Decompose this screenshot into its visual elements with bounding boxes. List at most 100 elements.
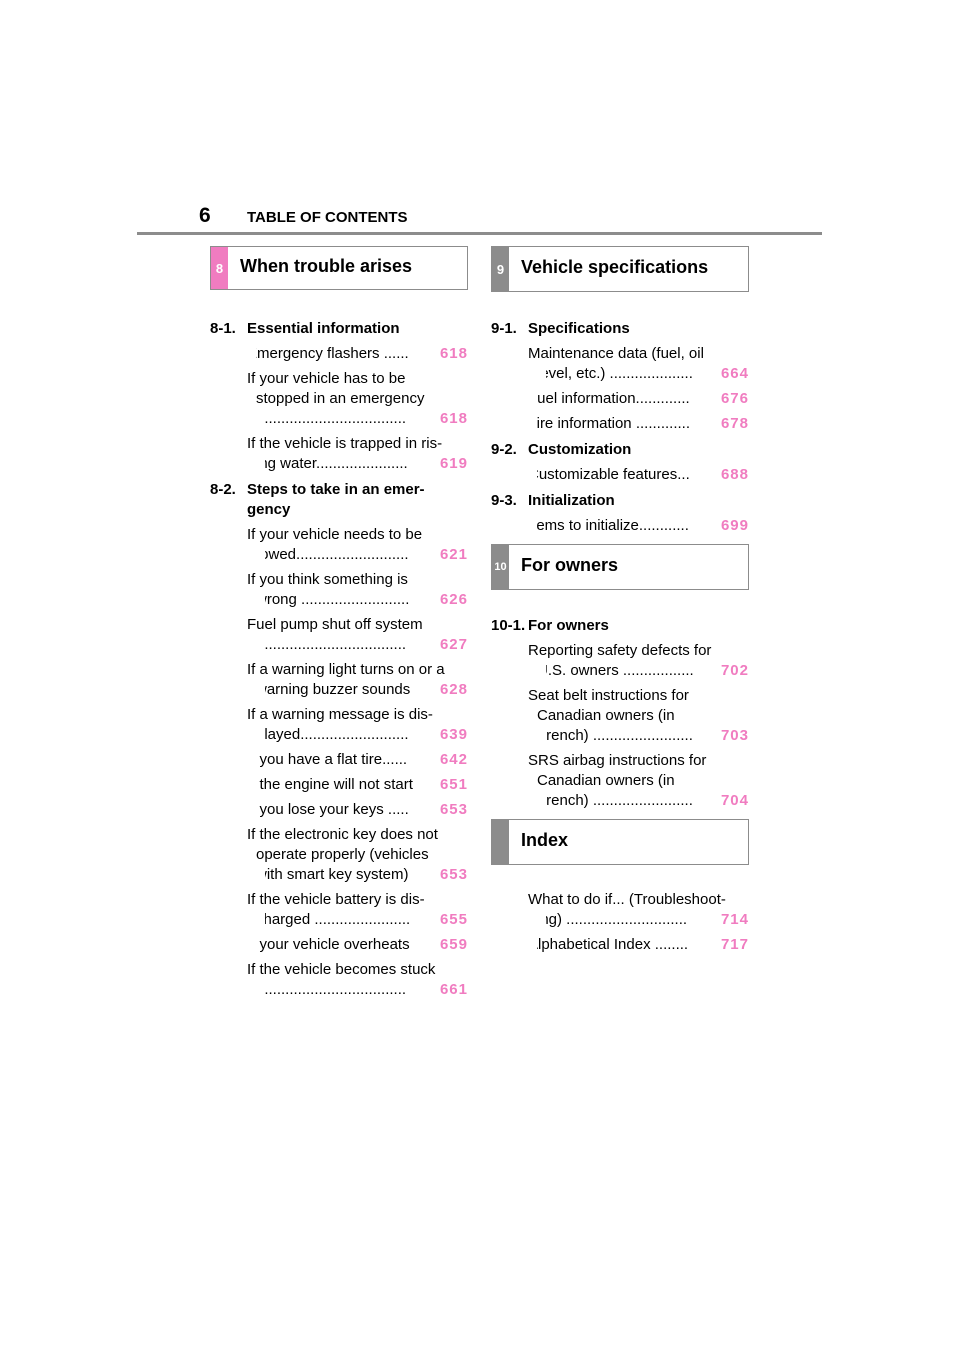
toc-entry-line: If a warning light turns on or a (247, 661, 445, 678)
toc-subsection-heading: 9-3.Initialization (491, 491, 749, 511)
toc-entry-line: Reporting safety defects for (528, 642, 712, 659)
toc-page-number: 699 (720, 517, 749, 534)
toc-entry-lastline: ing) ............................. 714 (537, 910, 749, 930)
toc-entry[interactable]: Tire information .............678 (528, 414, 749, 434)
toc-entry-line: Maintenance data (fuel, oil (528, 345, 704, 362)
toc-entry-lastline: Customizable features... 688 (537, 465, 749, 485)
toc-entry[interactable]: Fuel information.............676 (528, 389, 749, 409)
toc-entry-text: ing water...................... (265, 455, 408, 472)
toc-entry-lastline: ing water...................... 619 (256, 454, 468, 474)
toc-entry[interactable]: If your vehicle has to be stopped in an e… (247, 369, 468, 429)
toc-page-number: 639 (439, 726, 468, 743)
toc-entry-line: If the electronic key does not (247, 826, 438, 843)
toc-subsection-title: Initialization (528, 492, 615, 509)
toc-page-number: 628 (439, 681, 468, 698)
toc-subsection-number: 8-1. (210, 320, 236, 337)
toc-page-number: 621 (439, 546, 468, 563)
toc-entry-lastline: If you lose your keys .....653 (256, 800, 468, 820)
toc-page-number: 626 (439, 591, 468, 608)
toc-entry-text: .................................... (265, 410, 407, 427)
toc-subsection-number: 9-2. (491, 441, 517, 458)
toc-entry[interactable]: If you have a flat tire......642 (247, 750, 468, 770)
toc-entry[interactable]: What to do if... (Troubleshoot-ing) ....… (528, 890, 749, 930)
toc-subsection-title: Customization (528, 441, 632, 458)
toc-entry-text: towed........................... (265, 546, 409, 563)
toc-entry-line: Canadian owners (in (537, 707, 675, 724)
toc-subsection-heading: 10-1.For owners (491, 616, 749, 636)
toc-entry[interactable]: If a warning message is dis-played......… (247, 705, 468, 745)
toc-page-number: 688 (720, 466, 749, 483)
toc-entries: Items to initialize............699 (491, 516, 749, 536)
toc-entry[interactable]: If a warning light turns on or a warning … (247, 660, 468, 700)
toc-page-number: 618 (439, 410, 468, 427)
toc-entry-lastline: If you have a flat tire......642 (256, 750, 468, 770)
toc-entry-text: French) ........................ (546, 792, 693, 809)
toc-entry[interactable]: If the vehicle battery is dis-charged ..… (247, 890, 468, 930)
toc-entry-lastline: U.S. owners .................702 (537, 661, 749, 681)
toc-entry[interactable]: Items to initialize............699 (528, 516, 749, 536)
toc-subsection-heading: 9-1.Specifications (491, 319, 749, 339)
toc-entry-line: stopped in an emergency (256, 390, 425, 407)
toc-entry-line: Canadian owners (in (537, 772, 675, 789)
section-10-title: For owners (521, 554, 619, 575)
toc-entry-text: ing) ............................. (546, 911, 688, 928)
toc-entry[interactable]: Customizable features... 688 (528, 465, 749, 485)
toc-entry-line: If the vehicle becomes stuck (247, 961, 436, 978)
toc-page-number: 653 (439, 801, 468, 818)
toc-entry-line: If the vehicle battery is dis- (247, 891, 425, 908)
toc-entry[interactable]: If you lose your keys .....653 (247, 800, 468, 820)
toc-entry-text: warning buzzer sounds (265, 681, 411, 698)
toc-page-number: 655 (439, 911, 468, 928)
toc-entries: Emergency flashers ......618 If your vehi… (210, 344, 468, 474)
toc-page-number: 703 (720, 727, 749, 744)
index-tab (492, 820, 509, 864)
toc-entry-lastline: Items to initialize............699 (537, 516, 749, 536)
toc-entry-lastline: wrong .......................... 626 (256, 590, 468, 610)
toc-subsection-number: 8-2. (210, 481, 236, 498)
toc-entry-lastline: ....................................627 (256, 635, 468, 655)
toc-entry-line: SRS airbag instructions for (528, 752, 707, 769)
toc-subsection-title: Specifications (528, 320, 630, 337)
toc-entry-text: Customizable features... (537, 466, 690, 483)
toc-entry[interactable]: If the vehicle becomes stuck............… (247, 960, 468, 1000)
toc-page-number: 702 (720, 662, 749, 679)
toc-entry-lastline: .................................... 618 (256, 409, 468, 429)
toc-entry-line: Fuel pump shut off system (247, 616, 423, 633)
toc-entry-text: played.......................... (265, 726, 409, 743)
toc-entry-lastline: towed........................... 621 (256, 545, 468, 565)
toc-entry-text: Alphabetical Index ........ (537, 936, 689, 953)
toc-page-number: 678 (720, 415, 749, 432)
toc-page-number: 714 (720, 911, 749, 928)
toc-entry-lastline: warning buzzer sounds 628 (256, 680, 468, 700)
section-9-box: 9 Vehicle specifications (491, 246, 749, 292)
toc-entry-text: wrong .......................... (265, 591, 410, 608)
toc-subsection-title: For owners (528, 617, 609, 634)
toc-entry[interactable]: If the vehicle is trapped in ris-ing wat… (247, 434, 468, 474)
section-8-box: 8 When trouble arises (210, 246, 468, 290)
toc-subsection-heading: 9-2. Customization (491, 440, 749, 460)
toc-entry-line: If your vehicle has to be (247, 370, 406, 387)
toc-entry[interactable]: Alphabetical Index ........717 (528, 935, 749, 955)
toc-subsection-heading: 8-1.Essential information (210, 319, 468, 339)
toc-entry[interactable]: Fuel pump shut off system...............… (247, 615, 468, 655)
toc-page-number: 619 (439, 455, 468, 472)
toc-entry-text: Fuel information............. (537, 390, 690, 407)
toc-page-number: 642 (439, 751, 468, 768)
toc-entry[interactable]: Emergency flashers ......618 (247, 344, 468, 364)
